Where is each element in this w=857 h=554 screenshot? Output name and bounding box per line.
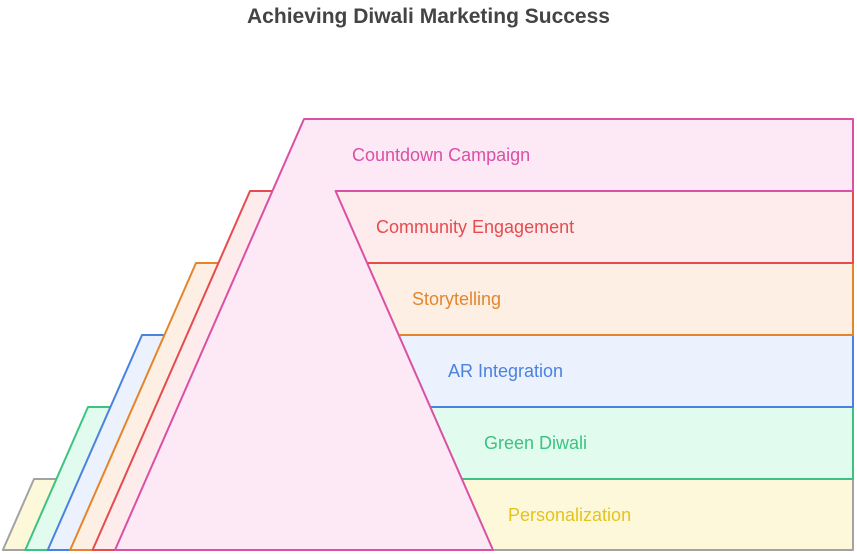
layer-label: Community Engagement [376, 217, 574, 237]
layer-countdown-campaign: Countdown Campaign [114, 118, 854, 551]
layer-label: Countdown Campaign [352, 145, 530, 165]
layer-label: Storytelling [412, 289, 501, 309]
layer-shape [114, 118, 854, 551]
diagram-title: Achieving Diwali Marketing Success [247, 5, 610, 28]
layer-label: Personalization [508, 505, 631, 525]
layer-label: Green Diwali [484, 433, 587, 453]
layer-label: AR Integration [448, 361, 563, 381]
